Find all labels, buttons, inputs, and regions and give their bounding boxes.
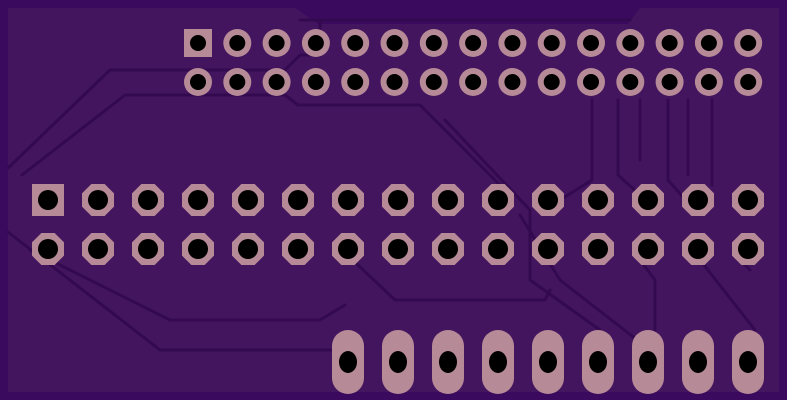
drill-hole xyxy=(307,35,324,51)
drill-hole xyxy=(268,35,285,51)
drill-hole xyxy=(229,74,246,90)
drill-hole xyxy=(740,35,757,51)
drill-hole xyxy=(238,190,258,210)
drill-hole xyxy=(188,239,208,259)
drill-hole xyxy=(425,74,442,90)
drill-hole xyxy=(488,239,508,259)
drill-hole xyxy=(688,190,708,210)
drill-hole xyxy=(338,239,358,259)
drill-hole xyxy=(288,190,308,210)
drill-hole xyxy=(700,35,717,51)
drill-hole xyxy=(504,74,521,90)
drill-hole xyxy=(138,239,158,259)
drill-hole xyxy=(425,35,442,51)
drill-hole xyxy=(465,74,482,90)
drill-hole xyxy=(583,74,599,90)
trace-15 xyxy=(638,258,657,332)
drill-hole xyxy=(88,239,108,259)
drill-hole xyxy=(288,239,308,259)
drill-hole xyxy=(339,351,357,373)
drill-hole xyxy=(38,190,58,210)
drill-hole xyxy=(639,351,657,373)
drill-hole xyxy=(661,35,678,51)
drill-hole xyxy=(190,74,206,90)
trace-6 xyxy=(443,118,602,332)
drill-hole xyxy=(543,35,560,51)
pad-layer xyxy=(32,29,764,394)
drill-hole xyxy=(38,239,58,259)
drill-hole xyxy=(439,351,457,373)
drill-hole xyxy=(689,351,707,373)
trace-1 xyxy=(6,53,322,170)
drill-hole xyxy=(386,74,403,90)
drill-hole xyxy=(388,190,408,210)
drill-hole xyxy=(638,190,658,210)
drill-hole xyxy=(700,74,717,90)
drill-hole xyxy=(661,74,678,90)
drill-hole xyxy=(465,35,482,51)
drill-hole xyxy=(538,190,558,210)
drill-hole xyxy=(238,239,258,259)
drill-hole xyxy=(229,35,246,51)
drill-hole xyxy=(338,190,358,210)
header-middle xyxy=(32,184,764,265)
drill-hole xyxy=(88,190,108,210)
drill-hole xyxy=(188,190,208,210)
trace-8 xyxy=(558,98,594,202)
drill-hole xyxy=(588,190,608,210)
drill-hole xyxy=(688,239,708,259)
header-top xyxy=(184,29,763,96)
drill-hole xyxy=(583,35,599,51)
drill-hole xyxy=(638,239,658,259)
drill-hole xyxy=(588,239,608,259)
trace-3 xyxy=(6,230,340,352)
trace-5 xyxy=(338,246,552,302)
drill-hole xyxy=(622,74,639,90)
drill-hole xyxy=(622,35,639,51)
drill-hole xyxy=(190,35,206,51)
drill-hole xyxy=(489,351,507,373)
drill-hole xyxy=(488,190,508,210)
drill-hole xyxy=(738,190,758,210)
drill-hole xyxy=(438,190,458,210)
drill-hole xyxy=(388,239,408,259)
header-bottom xyxy=(332,330,764,394)
drill-hole xyxy=(543,74,560,90)
trace-16 xyxy=(698,258,757,332)
drill-hole xyxy=(389,351,407,373)
drill-hole xyxy=(138,190,158,210)
drill-hole xyxy=(740,74,757,90)
drill-hole xyxy=(307,74,324,90)
drill-hole xyxy=(539,351,557,373)
trace-2 xyxy=(20,93,507,192)
drill-hole xyxy=(589,351,607,373)
drill-hole xyxy=(386,35,403,51)
drill-hole xyxy=(504,35,521,51)
drill-hole xyxy=(738,239,758,259)
drill-hole xyxy=(268,74,285,90)
drill-hole xyxy=(538,239,558,259)
drill-hole xyxy=(739,351,757,373)
drill-hole xyxy=(347,74,364,90)
trace-4 xyxy=(28,248,347,322)
drill-hole xyxy=(347,35,364,51)
trace-7 xyxy=(518,213,652,352)
trace-9 xyxy=(616,98,642,197)
trace-layer xyxy=(6,18,757,352)
drill-hole xyxy=(438,239,458,259)
